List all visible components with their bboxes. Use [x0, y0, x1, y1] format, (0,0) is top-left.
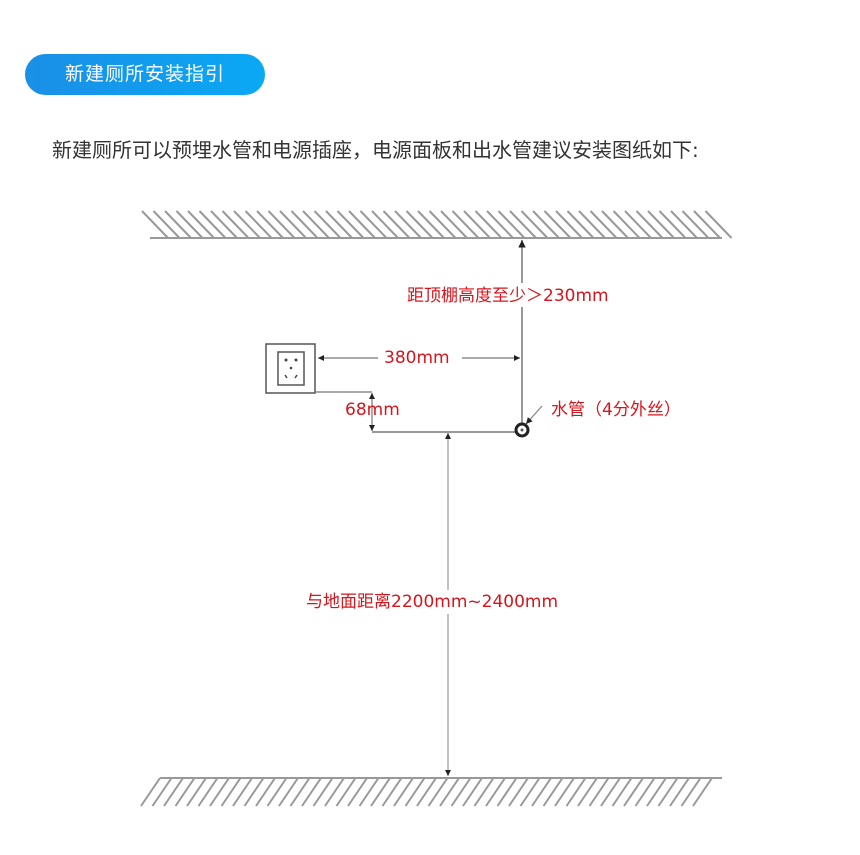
section-title-pill: 新建厕所安装指引	[25, 54, 265, 95]
vertical-offset-label: 68mm	[345, 400, 400, 420]
pipe-label: 水管（4分外丝）	[551, 400, 681, 420]
water-pipe-icon	[514, 422, 530, 438]
horizontal-distance-label: 380mm	[384, 348, 450, 368]
floor-hatch	[140, 777, 722, 807]
ceiling-distance-label: 距顶棚高度至少＞230mm	[407, 286, 609, 306]
ceiling-hatch	[141, 210, 733, 239]
intro-text: 新建厕所可以预埋水管和电源插座，电源面板和出水管建议安装图纸如下:	[52, 138, 699, 162]
section-title: 新建厕所安装指引	[64, 63, 225, 85]
pipe-leader-line	[525, 405, 543, 425]
power-socket-icon	[265, 343, 316, 394]
floor-distance-label: 与地面距离2200mm~2400mm	[306, 592, 559, 612]
